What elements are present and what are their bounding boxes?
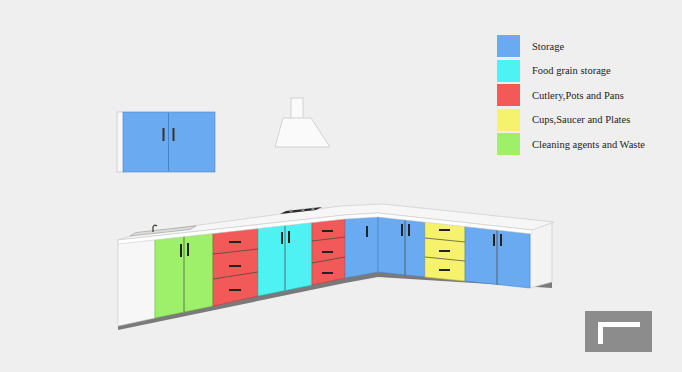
legend-text: Cleaning agents and Waste xyxy=(532,139,645,150)
legend-entry: Cups,Saucer and Plates xyxy=(497,108,645,133)
legend-text: Cups,Saucer and Plates xyxy=(532,114,630,125)
legend-text: Storage xyxy=(532,41,564,52)
legend-swatch xyxy=(497,35,520,57)
legend-entry: Storage xyxy=(497,34,645,59)
legend: StorageFood grain storageCutlery,Pots an… xyxy=(497,34,645,157)
legend-swatch xyxy=(497,109,520,131)
legend-entry: Cutlery,Pots and Pans xyxy=(497,83,645,108)
legend-text: Cutlery,Pots and Pans xyxy=(532,90,624,101)
legend-swatch xyxy=(497,84,520,106)
legend-swatch xyxy=(497,60,520,82)
legend-swatch xyxy=(497,133,520,155)
legend-entry: Food grain storage xyxy=(497,59,645,84)
legend-text: Food grain storage xyxy=(532,65,611,76)
legend-entry: Cleaning agents and Waste xyxy=(497,132,645,157)
